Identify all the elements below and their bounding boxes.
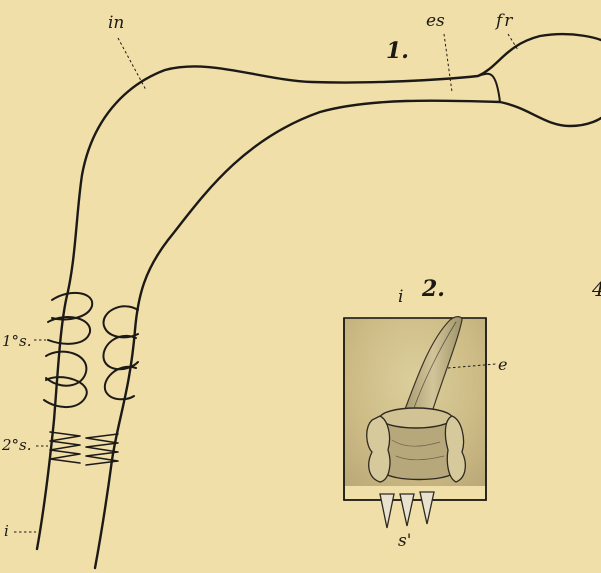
leader-in [118, 38, 146, 90]
label-fig2-i: i [398, 287, 403, 307]
label-intestine: i [4, 522, 9, 540]
label-first-teeth: 1°s. [2, 332, 32, 350]
spines [380, 492, 434, 528]
label-es: es [426, 11, 445, 31]
label-fr: fr [494, 11, 514, 31]
label-in: in [108, 13, 124, 33]
first-teeth-left [44, 293, 92, 407]
figure-1-number: 1. [386, 38, 409, 64]
figure-2: i 2. e s' [344, 276, 507, 551]
leader-es [444, 34, 452, 92]
margin-fragment: 4 [591, 277, 601, 301]
figure-1: in es fr 1. 1°s. 2°s. i [1, 11, 601, 568]
left-lobe [367, 416, 390, 482]
figure-2-number: 2. [421, 276, 445, 302]
label-second-teeth: 2°s. [1, 436, 32, 454]
second-teeth [50, 432, 118, 465]
label-s: s' [398, 531, 411, 551]
gizzard-rim [380, 408, 452, 428]
label-e: e [498, 355, 507, 374]
front-bulb-rim [478, 74, 500, 102]
